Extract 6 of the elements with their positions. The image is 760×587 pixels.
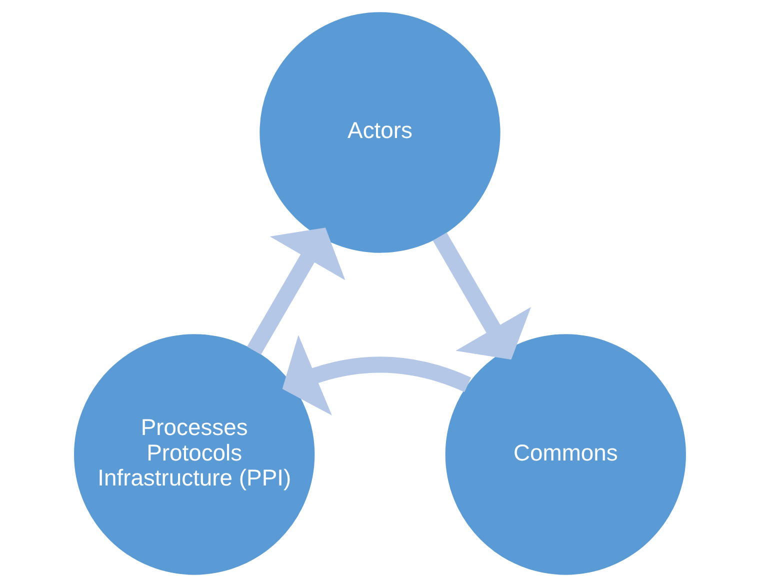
arrow — [282, 335, 471, 416]
arrow — [247, 228, 346, 355]
arrow — [432, 232, 532, 360]
node-circle: Actors — [260, 12, 500, 253]
node-circle: Processes Protocols Infrastructure (PPI) — [74, 334, 315, 575]
node-circle: Commons — [445, 334, 686, 575]
